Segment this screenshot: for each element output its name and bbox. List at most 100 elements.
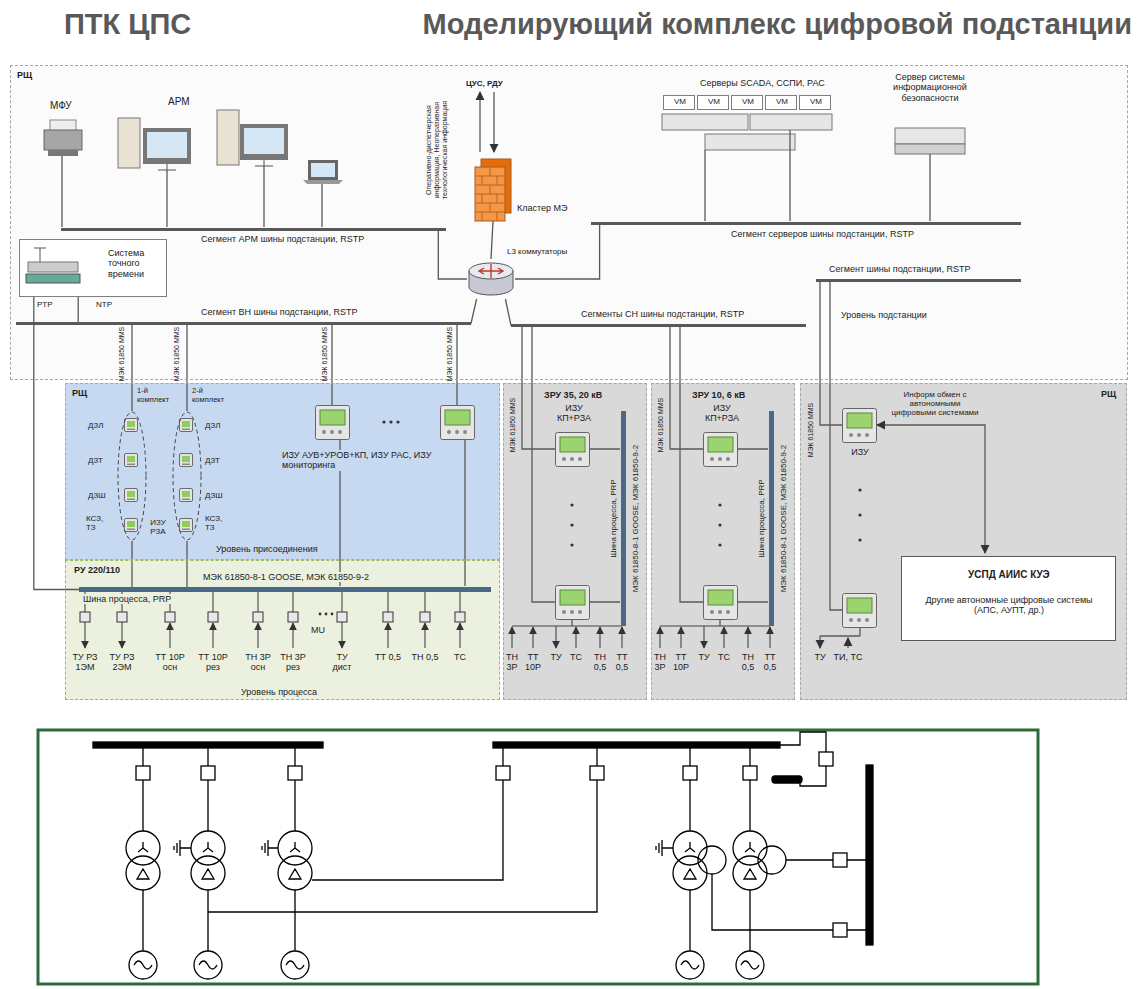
single-line-diagram	[174, 840, 191, 856]
label-text: МФУ	[50, 100, 72, 112]
sensor-arrow	[575, 627, 576, 648]
ellipsis-dots	[382, 420, 385, 423]
label-text: ЦУС, РДУ	[466, 79, 503, 88]
node-title: VM	[776, 97, 788, 106]
network-link	[131, 541, 132, 587]
label-text: МЭК 61850 MMS	[173, 327, 181, 382]
single-line-diagram	[134, 961, 759, 969]
network-wire	[62, 92, 985, 648]
merging-unit	[455, 612, 465, 622]
node-title: Сегмент ВН шины подстанции, RSTP	[201, 307, 357, 317]
protection-device	[125, 419, 138, 432]
network-link	[186, 541, 187, 587]
server-icon	[750, 114, 832, 130]
ellipsis-dots	[325, 613, 328, 616]
single-line-diagram	[143, 748, 750, 766]
merging-unit-wire	[387, 591, 388, 612]
router-icon	[479, 264, 503, 278]
single-line-diagram	[201, 766, 215, 780]
ellipsis-dots	[570, 543, 573, 546]
ied-device	[316, 406, 877, 628]
bus-bar: Сегмент шины подстанции, RSTP	[816, 279, 1021, 282]
single-line-diagram	[262, 840, 278, 856]
region-fill	[18, 238, 166, 296]
server-icon	[895, 128, 965, 144]
label-text: Серверы SCADA, ССПИ, РАС	[700, 78, 825, 88]
label-text: ТН 3Р	[650, 652, 670, 673]
label-text: ТТ 10Р рез	[194, 652, 232, 673]
label-text: Информ обмен с автономными цифровыми сис…	[888, 390, 983, 418]
label-text: ТН 3Р осн	[241, 652, 275, 673]
labelled-box: VM	[799, 95, 831, 110]
node-text: Шина процесса, PRP	[81, 594, 173, 604]
single-line-diagram	[733, 856, 767, 890]
label-text: ТУ РЗ 1ЭМ	[67, 652, 103, 673]
sensor-arrow	[621, 627, 622, 648]
node-title: МЭК 61850-8-1 GOOSE, МЭК 61850-9-2	[201, 572, 371, 582]
network-wire	[819, 636, 820, 648]
server-icon	[895, 144, 965, 154]
single-line-diagram	[278, 856, 312, 890]
ellipsis-dots	[718, 523, 721, 526]
node-text: ИЗУ КП+РЗА	[554, 403, 594, 424]
merging-unit	[383, 612, 393, 622]
time-server-icon	[28, 262, 78, 272]
l3-switch: L3 коммутаторы	[467, 259, 515, 299]
label-text: ДЗШ	[205, 491, 223, 500]
bus-bar: Сегменты СН шины подстанции, RSTP	[511, 324, 806, 327]
ellipsis-dots	[718, 543, 721, 546]
label-text: ТТ 10Р	[671, 652, 691, 673]
server-icon	[705, 134, 795, 150]
node-title: РЩ	[17, 70, 32, 80]
node-title: Шина процесса, PRP	[609, 479, 618, 557]
sensor-arrow	[555, 626, 556, 648]
node-title: Шина процесса, PRP	[757, 479, 766, 557]
relay-set-ellipse: 2-й комплект	[172, 411, 202, 541]
node-title: VM	[708, 97, 720, 106]
network-wire	[479, 92, 480, 152]
node-title: Сегмент АРМ шины подстанции, RSTP	[201, 234, 364, 244]
sensor-arrow	[292, 623, 293, 648]
labelled-box: VM	[731, 95, 763, 110]
label-text: ТН 3Р	[502, 652, 522, 673]
node-text: Уровень процесса	[241, 687, 317, 697]
region-panel: РЩУровень присоединения1-й комплект2-й к…	[65, 383, 500, 560]
node-title: VM	[674, 97, 686, 106]
merging-unit	[80, 612, 90, 622]
region-fill	[503, 383, 647, 700]
router-icon	[469, 263, 513, 279]
merging-unit	[117, 612, 127, 622]
protection-device	[125, 489, 138, 502]
laptop-icon	[303, 160, 343, 184]
network-link	[438, 231, 467, 279]
ied-device	[704, 586, 738, 620]
ellipsis-dots	[858, 488, 861, 491]
merging-unit	[420, 612, 430, 622]
label-text: ТИ, ТС	[833, 652, 863, 662]
laptop-icon	[303, 180, 343, 184]
label-text: МЭК 61850 MMS	[509, 398, 517, 453]
merging-unit	[165, 612, 175, 622]
single-line-diagram	[758, 846, 786, 874]
node-title: ЗРУ 10, 6 кВ	[692, 390, 745, 400]
ellipsis-dots	[331, 613, 334, 616]
network-link	[505, 299, 511, 326]
node-title: Сегмент шины подстанции, RSTP	[829, 264, 970, 274]
node-text: Уровень присоединения	[216, 544, 318, 554]
label-text: МЭК 61850 MMS	[446, 327, 454, 382]
protection-device	[180, 489, 193, 502]
bus-bar: МЭК 61850-8-1 GOOSE, МЭК 61850-9-2Шина п…	[79, 587, 491, 592]
network-link	[34, 297, 79, 590]
labelled-box: VM	[663, 95, 695, 110]
label-text: ТН 0,5	[590, 652, 610, 673]
protection-device	[125, 519, 138, 532]
merging-unit-wire	[459, 591, 460, 612]
label-text: ТТ 10Р осн	[151, 652, 189, 673]
bus-bar: Шина процесса, PRPМЭК 61850-8-1 GOOSE, М…	[769, 411, 774, 626]
label-text: КСЗ, ТЗ	[205, 514, 233, 532]
region-fill	[65, 560, 500, 700]
ellipsis-dots	[718, 503, 721, 506]
network-wire	[847, 638, 848, 648]
